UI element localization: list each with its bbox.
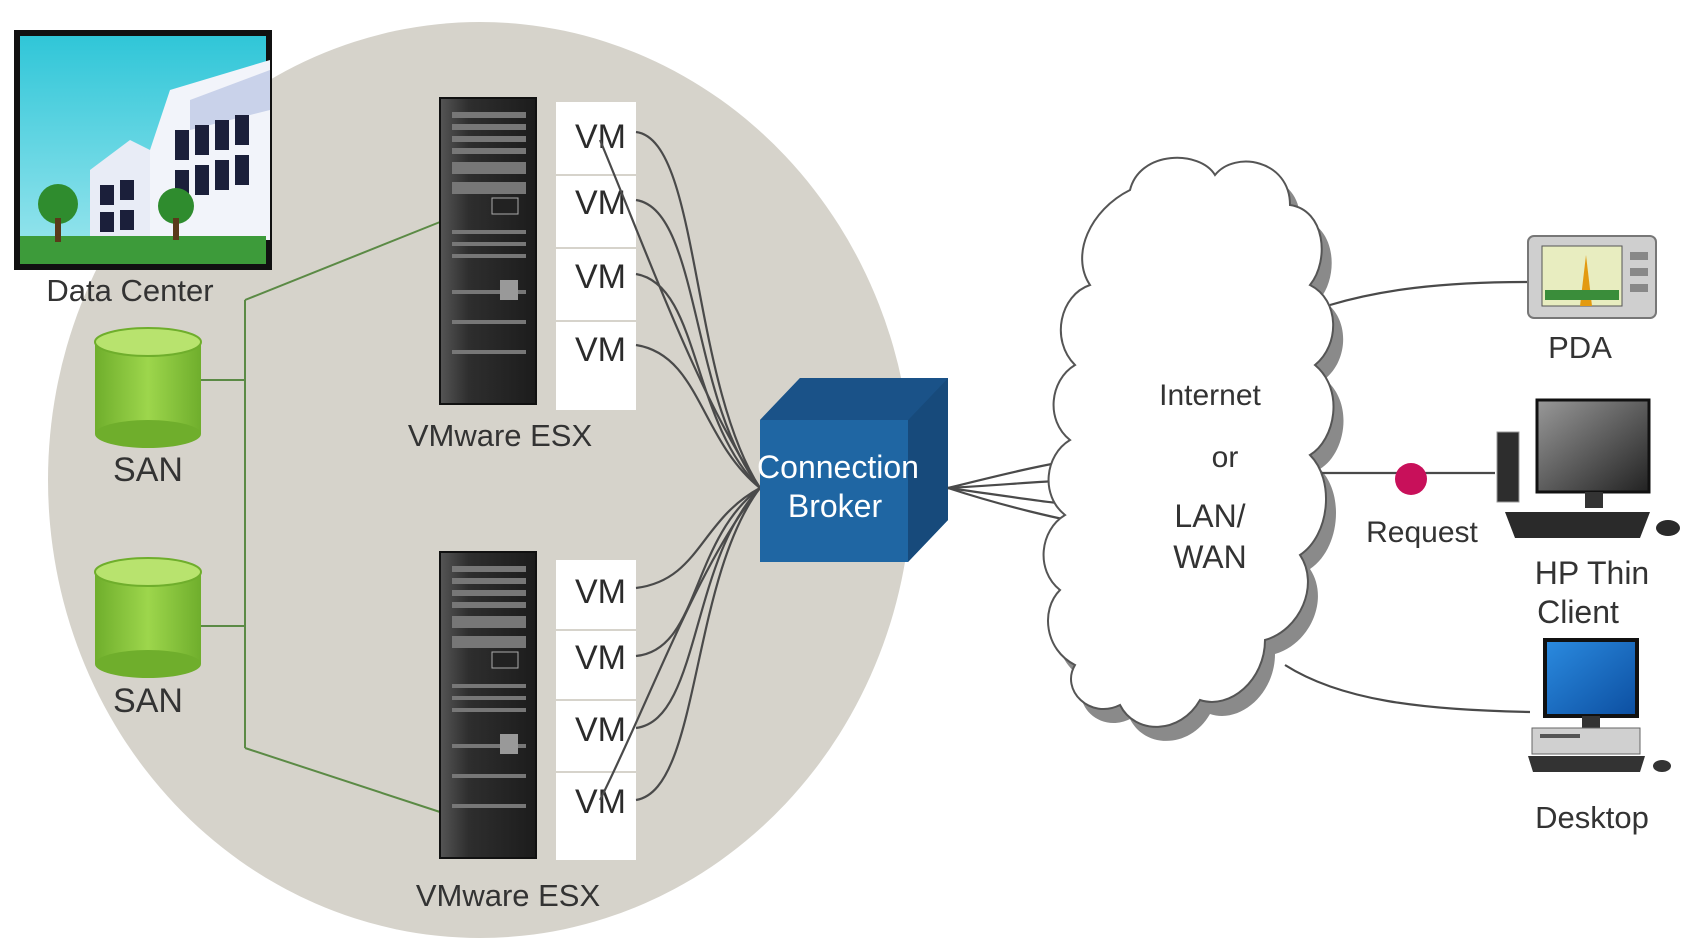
vm-label: VM: [575, 711, 626, 749]
connection-broker-label-line1: Connection: [757, 449, 919, 485]
connection-broker-cube-icon: [760, 378, 948, 562]
vm-label: VM: [575, 639, 626, 677]
vm-label: VM: [575, 331, 626, 369]
network-label-lan: LAN/: [1174, 498, 1245, 534]
vm-label: VM: [575, 258, 626, 296]
vmware-esx-label-top: VMware ESX: [408, 418, 593, 453]
data-center-icon: [14, 30, 272, 270]
san-label-top: SAN: [113, 451, 183, 489]
vm-column-top: [556, 102, 636, 410]
thin-client-label-line1: HP Thin: [1535, 555, 1649, 591]
desktop-computer-icon: [1528, 638, 1671, 772]
network-label-internet: Internet: [1159, 379, 1261, 412]
pda-icon: [1527, 235, 1657, 319]
thin-client-label-line2: Client: [1537, 594, 1619, 630]
request-dot: [1395, 463, 1427, 495]
san-icon-bottom: [94, 557, 202, 678]
san-label-bottom: SAN: [113, 682, 183, 720]
connection-broker-label-line2: Broker: [788, 488, 883, 524]
server-rack-icon-top: [439, 97, 537, 405]
thin-client-icon: [1496, 398, 1680, 538]
san-icon-top: [94, 327, 202, 448]
server-rack-icon-bottom: [439, 551, 537, 859]
vm-label: VM: [575, 573, 626, 611]
vm-label: VM: [575, 118, 626, 156]
vm-label: VM: [575, 783, 626, 821]
pda-label: PDA: [1548, 330, 1612, 365]
request-label: Request: [1366, 516, 1478, 549]
vm-column-bottom: [556, 560, 636, 860]
desktop-label: Desktop: [1535, 800, 1649, 835]
cloud-icon: [1042, 156, 1344, 741]
vmware-esx-label-bottom: VMware ESX: [416, 878, 601, 913]
vm-broker-wires: [598, 130, 761, 802]
data-center-label: Data Center: [46, 273, 213, 308]
network-label-wan: WAN: [1173, 539, 1246, 575]
san-links: [200, 221, 441, 813]
vm-label: VM: [575, 184, 626, 222]
network-label-or: or: [1212, 441, 1239, 474]
